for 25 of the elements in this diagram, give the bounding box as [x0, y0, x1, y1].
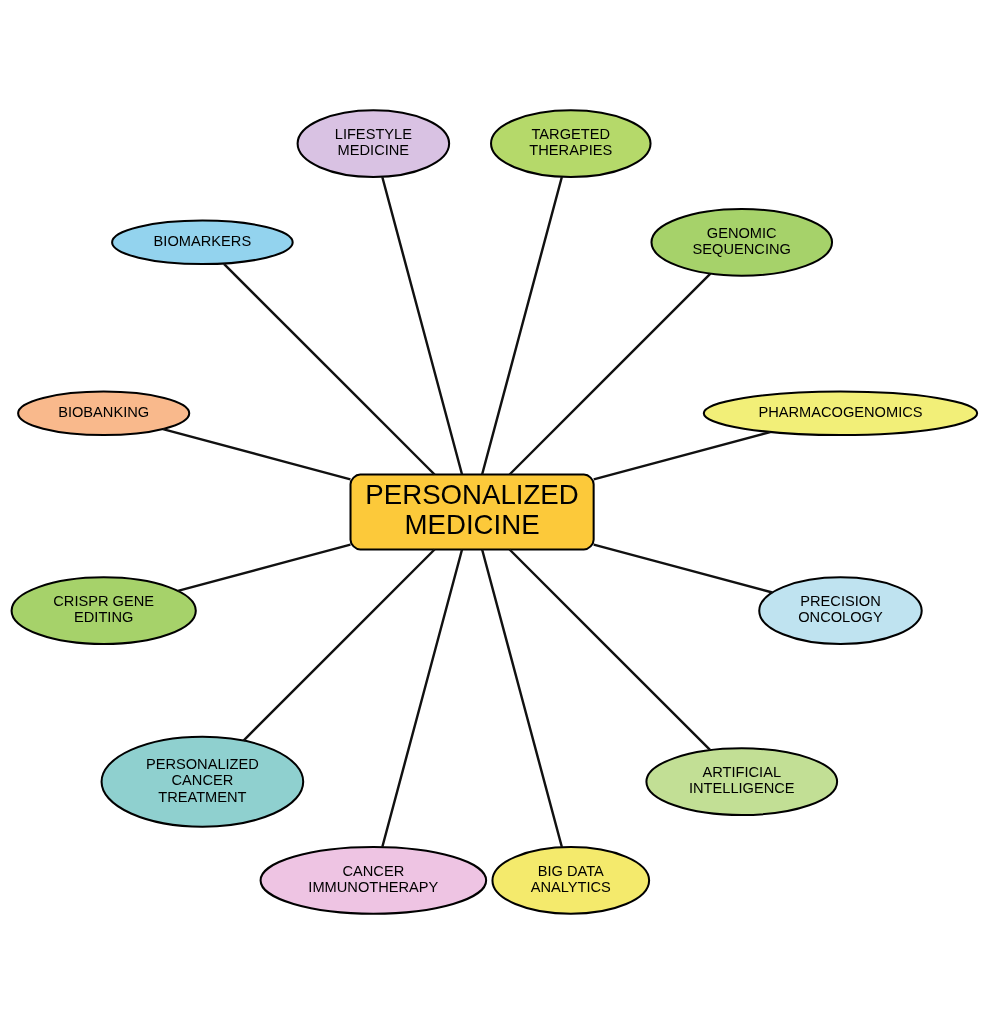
connector — [177, 543, 351, 592]
node-ellipse: PRECISION ONCOLOGY — [758, 576, 923, 646]
connector — [508, 272, 712, 476]
node-ellipse: CANCER IMMUNOTHERAPY — [259, 846, 488, 915]
node-ellipse: CRISPR GENE EDITING — [10, 576, 197, 646]
node-ellipse: ARTIFICIAL INTELLIGENCE — [645, 747, 839, 817]
connector — [223, 262, 436, 476]
connector — [381, 549, 464, 848]
connector — [508, 548, 711, 751]
connector — [162, 428, 351, 481]
node-ellipse: BIOMARKERS — [111, 219, 294, 266]
connector — [593, 430, 771, 481]
node-ellipse: TARGETED THERAPIES — [490, 109, 652, 178]
node-ellipse: PERSONALIZED CANCER TREATMENT — [100, 735, 305, 828]
node-ellipse: GENOMIC SEQUENCING — [650, 207, 834, 277]
connector — [381, 176, 464, 475]
node-box: PERSONALIZED MEDICINE — [349, 473, 595, 551]
connector — [481, 549, 564, 848]
connector — [593, 543, 773, 594]
node-ellipse: BIOBANKING — [17, 390, 191, 437]
node-ellipse: LIFESTYLE MEDICINE — [296, 109, 451, 178]
connector — [481, 176, 564, 475]
node-ellipse: BIG DATA ANALYTICS — [491, 846, 651, 915]
connector — [242, 548, 436, 742]
node-ellipse: PHARMACOGENOMICS — [702, 390, 979, 437]
